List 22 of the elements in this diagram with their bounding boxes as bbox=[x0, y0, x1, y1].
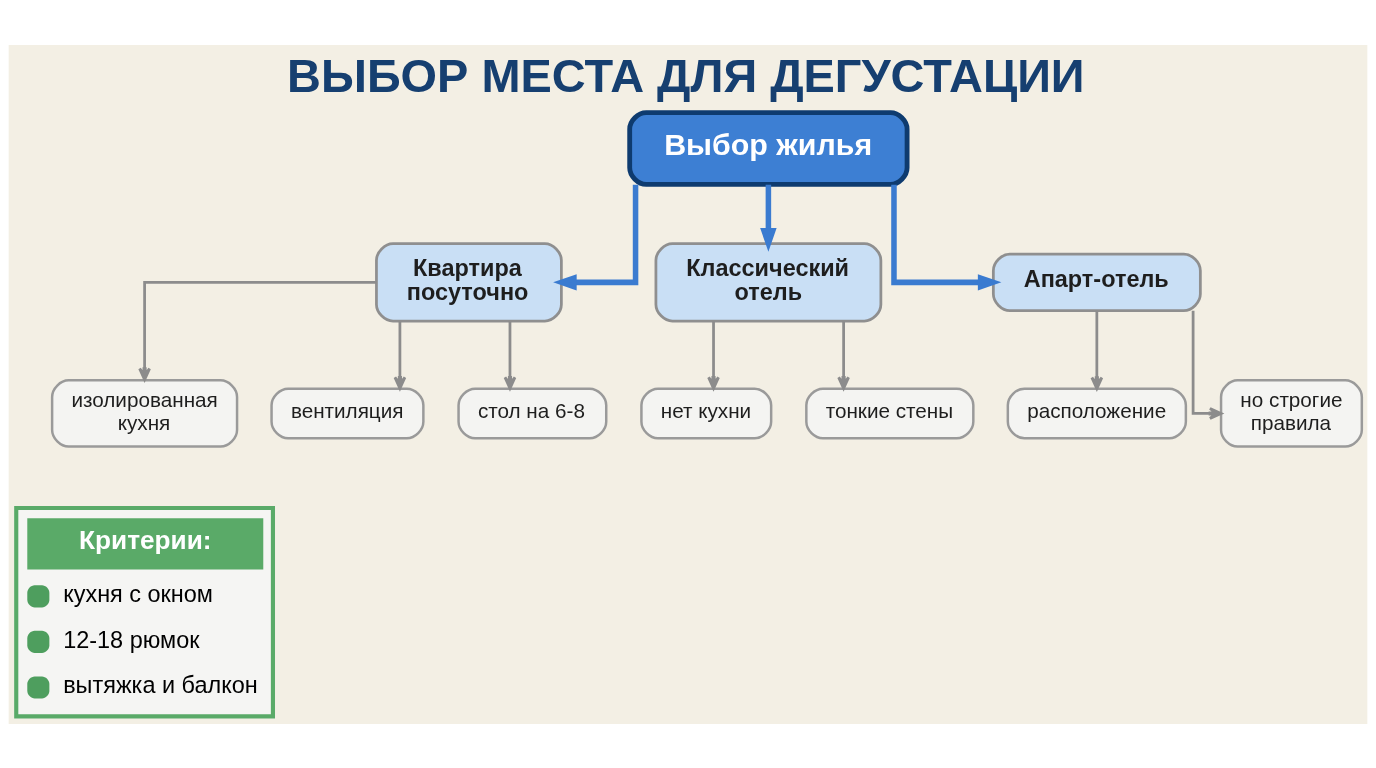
arrow bbox=[393, 320, 407, 390]
node-box: изолированная кухня bbox=[50, 378, 239, 448]
node-box: нет кухни bbox=[640, 386, 773, 440]
arrow bbox=[837, 320, 850, 390]
node-box: Выбор жилья bbox=[627, 109, 910, 187]
node-box: расположение bbox=[1006, 386, 1188, 440]
node-box: Квартира посуточно bbox=[375, 241, 563, 322]
node-box: стол на 6-8 bbox=[457, 386, 608, 440]
diagram-title: ВЫБОР МЕСТА ДЛЯ ДЕГУСТАЦИИ bbox=[287, 49, 1085, 102]
node-box: но строгие правила bbox=[1219, 378, 1364, 448]
arrow bbox=[891, 184, 1002, 291]
arrow bbox=[707, 320, 720, 390]
node-box: Апарт-отель bbox=[991, 252, 1202, 312]
node-box: Классический отель bbox=[654, 241, 883, 322]
arrow bbox=[1191, 310, 1223, 420]
node-box: вентиляция bbox=[270, 386, 425, 440]
arrow bbox=[1090, 310, 1104, 390]
arrow bbox=[503, 320, 517, 390]
arrow bbox=[138, 280, 377, 381]
arrow bbox=[760, 184, 777, 252]
node-box: тонкие стены bbox=[805, 386, 975, 440]
arrow bbox=[553, 184, 639, 291]
